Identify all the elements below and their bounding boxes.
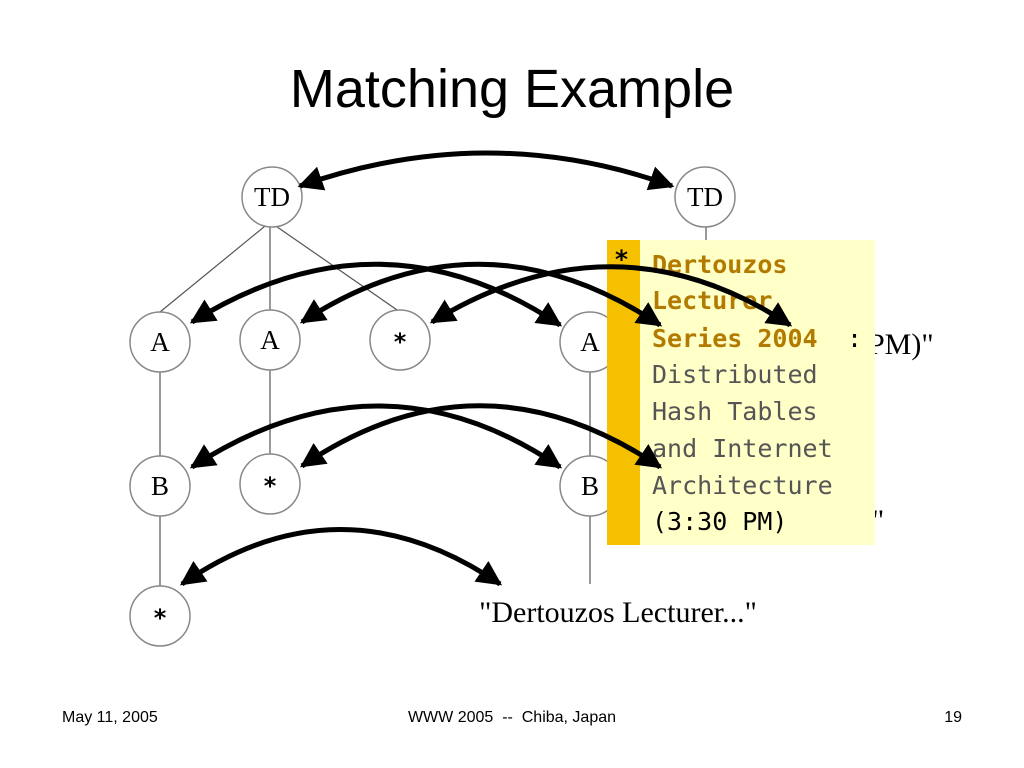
- popup-body-line: Distributed: [652, 360, 818, 389]
- hidden-text-fragment: ": [872, 504, 884, 537]
- node-label: *: [264, 472, 277, 500]
- slide-title: Matching Example: [289, 59, 735, 119]
- tooltip-popup: * Dertouzos Lecturer Series 2004 : Distr…: [607, 240, 875, 545]
- tree-node: *: [129, 585, 191, 647]
- tree-node: *: [239, 453, 301, 515]
- popup-body-line: Architecture: [652, 471, 833, 500]
- match-arrows: [179, 150, 793, 587]
- tree-node: TD: [241, 166, 303, 228]
- tree-node: A: [559, 311, 621, 373]
- popup-sidebar: [607, 240, 640, 545]
- page-number: 19: [944, 709, 962, 726]
- right-tree: TD A B "Dertouzos Lecturer..." PM)" ": [479, 166, 934, 629]
- hidden-text-fragment: PM)": [868, 328, 934, 361]
- node-label: TD: [254, 182, 290, 212]
- popup-title-suffix: :: [847, 324, 862, 353]
- tree-node: B: [129, 455, 191, 517]
- footer-date: May 11, 2005: [62, 709, 158, 726]
- popup-body-line: (3:30 PM): [652, 507, 787, 536]
- tree-node: A: [239, 309, 301, 371]
- node-label: B: [151, 471, 169, 501]
- node-label: *: [154, 604, 167, 632]
- footer-venue: WWW 2005 -- Chiba, Japan: [407, 709, 617, 726]
- text-node-label: "Dertouzos Lecturer...": [479, 596, 757, 629]
- popup-body-line: and Internet: [652, 434, 833, 463]
- node-label: B: [581, 471, 599, 501]
- node-label: A: [260, 325, 280, 355]
- tree-node: TD: [674, 166, 736, 228]
- match-arrow: [297, 150, 675, 191]
- node-label: A: [150, 327, 170, 357]
- match-arrow: [299, 261, 663, 328]
- match-arrow: [189, 403, 563, 470]
- popup-body-line: Hash Tables: [652, 397, 818, 426]
- match-arrow: [429, 264, 793, 328]
- match-arrow: [179, 527, 503, 587]
- left-tree: TD A A * B * *: [129, 166, 431, 647]
- popup-title-line: Series 2004: [652, 324, 818, 353]
- tree-node: A: [129, 311, 191, 373]
- node-label: TD: [687, 182, 723, 212]
- match-arrow: [299, 403, 663, 470]
- match-arrow: [189, 261, 563, 328]
- node-label: *: [394, 328, 407, 356]
- tree-node: B: [559, 455, 621, 517]
- popup-title-line: Lecturer: [652, 286, 772, 315]
- tree-node: *: [369, 309, 431, 371]
- node-label: A: [580, 327, 600, 357]
